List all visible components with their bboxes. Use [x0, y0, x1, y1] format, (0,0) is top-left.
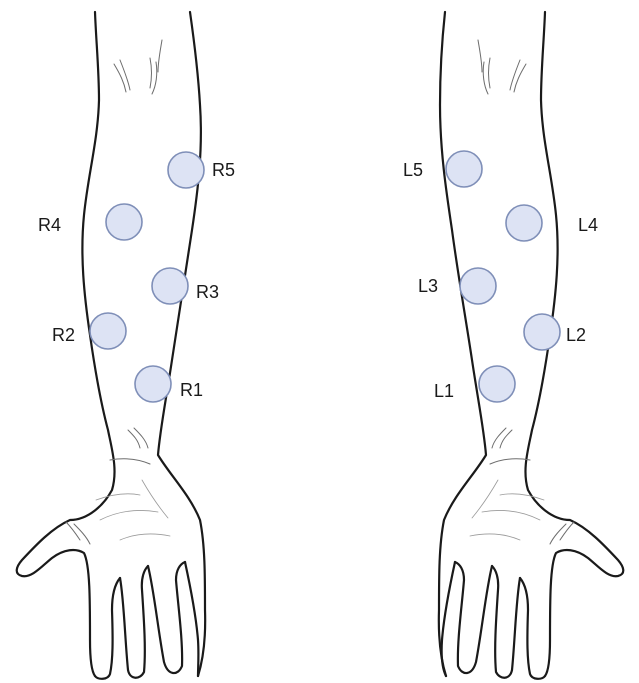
left-arm-finger-4: [442, 562, 455, 676]
right-arm-finger-4: [185, 562, 198, 676]
site-marker-R5[interactable]: [168, 152, 204, 188]
left-arm-finger-3: [455, 562, 492, 673]
site-label-R5: R5: [212, 160, 235, 180]
site-label-L4: L4: [578, 215, 598, 235]
site-label-L1: L1: [434, 381, 454, 401]
site-label-R2: R2: [52, 325, 75, 345]
site-marker-L3[interactable]: [460, 268, 496, 304]
site-label-R4: R4: [38, 215, 61, 235]
site-label-R3: R3: [196, 282, 219, 302]
site-marker-L1[interactable]: [479, 366, 515, 402]
site-marker-L4[interactable]: [506, 205, 542, 241]
left-arm-inner-contour: [439, 12, 486, 676]
site-marker-L5[interactable]: [446, 151, 482, 187]
left-arm-finger-2: [492, 566, 520, 678]
site-label-R1: R1: [180, 380, 203, 400]
site-marker-R2[interactable]: [90, 313, 126, 349]
right-arm-finger-2: [120, 566, 148, 678]
right-arm-inner-contour: [158, 12, 205, 676]
site-marker-R3[interactable]: [152, 268, 188, 304]
site-marker-R4[interactable]: [106, 204, 142, 240]
site-label-L3: L3: [418, 276, 438, 296]
right-arm-finger-3: [148, 562, 185, 673]
right-arm-sites: R5 R4 R3 R2 R1: [38, 152, 235, 402]
right-arm-finger-1: [95, 578, 120, 679]
left-arm-sites: L5 L4 L3 L2 L1: [403, 151, 598, 402]
site-label-L5: L5: [403, 160, 423, 180]
site-label-L2: L2: [566, 325, 586, 345]
site-marker-R1[interactable]: [135, 366, 171, 402]
site-marker-L2[interactable]: [524, 314, 560, 350]
left-arm-finger-1: [520, 578, 545, 679]
